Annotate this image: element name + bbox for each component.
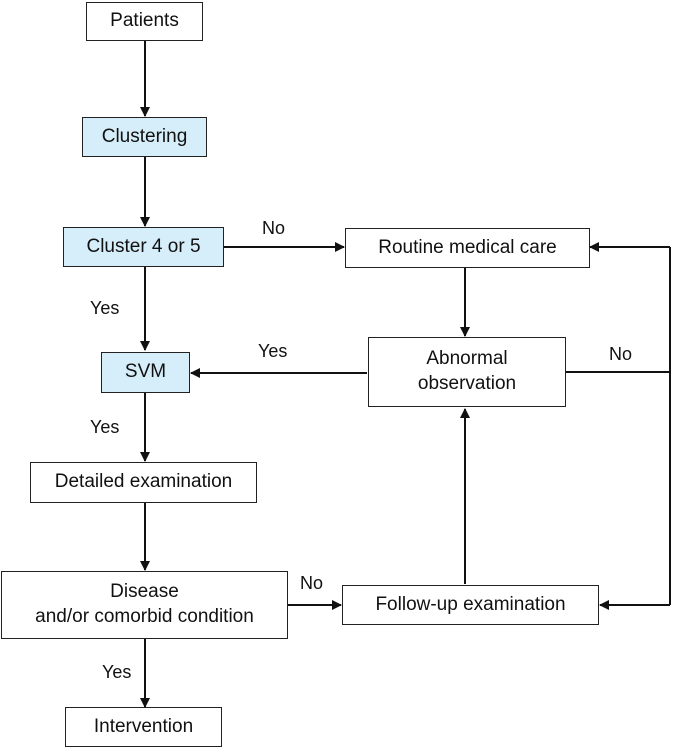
node-clustering-label: Clustering: [101, 125, 188, 147]
label-disease-no: No: [300, 573, 324, 593]
node-intervention-label: Intervention: [93, 715, 194, 737]
node-abnormal: Abnormal observation: [368, 337, 566, 407]
node-patients: Patients: [86, 2, 203, 41]
node-abnormal-label: Abnormal observation: [417, 348, 517, 394]
node-svm-label: SVM: [124, 361, 167, 383]
label-disease-yes: Yes: [102, 662, 132, 682]
label-svm-yes: Yes: [90, 417, 120, 437]
node-clustering: Clustering: [82, 117, 207, 157]
node-follow-up-label: Follow-up examination: [375, 593, 566, 615]
label-abnormal-yes: Yes: [258, 341, 288, 361]
label-cluster-yes: Yes: [90, 298, 120, 318]
node-intervention: Intervention: [65, 707, 222, 747]
node-detailed-exam: Detailed examination: [30, 462, 257, 503]
node-routine-care-label: Routine medical care: [378, 236, 557, 258]
label-abnormal-no: No: [609, 344, 633, 364]
node-cluster-check: Cluster 4 or 5: [63, 227, 224, 267]
label-cluster-no: No: [262, 218, 286, 238]
node-cluster-check-label: Cluster 4 or 5: [86, 235, 201, 257]
node-disease-label: Disease and/or comorbid condition: [35, 581, 254, 627]
node-follow-up: Follow-up examination: [342, 585, 599, 625]
node-detailed-exam-label: Detailed examination: [54, 471, 233, 493]
node-routine-care: Routine medical care: [345, 228, 590, 268]
node-patients-label: Patients: [110, 10, 179, 32]
node-disease: Disease and/or comorbid condition: [1, 571, 288, 639]
node-svm: SVM: [101, 352, 190, 393]
